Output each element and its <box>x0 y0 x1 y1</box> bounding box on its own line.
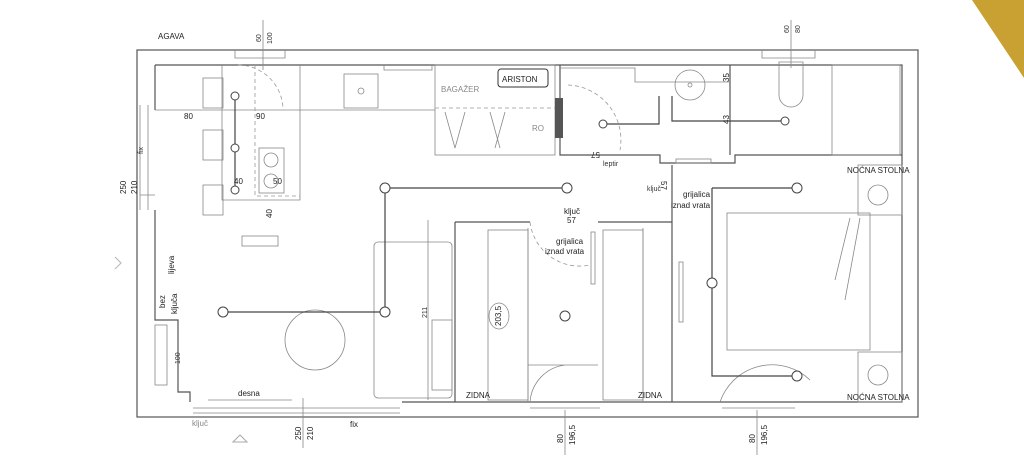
label-kljuc-right-num: 57 <box>659 181 668 190</box>
dim-counter-90: 90 <box>256 112 265 121</box>
dim-hob-50: 50 <box>273 177 282 186</box>
dim-island-40: 40 <box>265 209 274 218</box>
label-grijalica-right-1: grijalica <box>683 190 711 199</box>
north-triangle-icon <box>231 434 249 443</box>
dim-bottom-210: 210 <box>306 426 315 440</box>
dim-window-100: 100 <box>175 352 182 364</box>
label-zidna-2: ZIDNA <box>638 391 663 400</box>
left-window <box>139 105 149 210</box>
brand-corner-accent <box>972 0 1024 78</box>
label-ariston: ARISTON <box>502 75 538 84</box>
dimensions: 60 100 60 80 250 210 80 90 40 50 40 35 4… <box>119 20 802 455</box>
dim-door2-196-5: 196,5 <box>760 424 769 445</box>
label-kljuca: ključa <box>170 293 179 314</box>
double-bed <box>726 212 871 351</box>
label-kljuc-bottom: ključ <box>192 419 208 428</box>
toilet <box>778 61 804 108</box>
plan-title: AGAVA <box>158 32 185 41</box>
label-kljuc-mid-num: 57 <box>567 216 576 225</box>
dim-bottom-250: 250 <box>294 426 303 440</box>
label-desna: desna <box>238 389 260 398</box>
label-nocna-bottom: NOĆNA STOLNA <box>847 393 910 402</box>
dim-top-wc-80: 80 <box>795 25 802 33</box>
label-fix-bottom: fix <box>350 420 358 429</box>
dim-door2-80: 80 <box>748 434 757 443</box>
sliding-door <box>193 407 400 414</box>
label-fix-left: fix <box>138 147 145 155</box>
lighting-circuits <box>217 91 803 382</box>
dim-bath-35: 35 <box>722 73 731 82</box>
label-kljuc-right: ključ <box>647 186 662 193</box>
label-leptir-num: 57 <box>591 150 600 159</box>
label-grijalica-right-2: iznad vrata <box>671 201 711 210</box>
label-bagazer: BAGAŽER <box>441 85 479 94</box>
label-bez: bez <box>158 295 167 308</box>
hob <box>258 147 285 194</box>
dim-bed-203-5: 203,5 <box>494 305 503 326</box>
washbasin <box>674 69 706 101</box>
dim-left-250: 250 <box>119 180 128 194</box>
label-leptir: leptir <box>603 161 619 168</box>
label-grijalica-mid-1: grijalica <box>556 237 584 246</box>
room-labels: BAGAŽER ARISTON RO 57 leptir ključ 57 gr… <box>138 75 910 429</box>
ariston-boiler <box>497 68 549 88</box>
dim-top-wc-60: 60 <box>784 25 791 33</box>
top-door-frame <box>234 50 286 59</box>
nightstand-bottom <box>857 351 903 403</box>
dim-top-door-100: 100 <box>267 32 274 44</box>
label-nocna-top: NOĆNA STOLNA <box>847 166 910 175</box>
shower <box>831 64 901 156</box>
prev-arrow-icon[interactable] <box>114 256 122 270</box>
dim-bath-43: 43 <box>722 115 731 124</box>
nightstand-top <box>857 164 903 216</box>
dim-hob-40: 40 <box>234 177 243 186</box>
dim-wardrobe-211: 211 <box>422 307 429 318</box>
dim-left-210: 210 <box>130 180 139 194</box>
dim-top-door-60: 60 <box>256 34 263 42</box>
label-grijalica-mid-2: iznad vrata <box>545 247 585 256</box>
label-lijeva: lijeva <box>167 255 176 274</box>
walls <box>136 49 919 418</box>
dim-door1-80: 80 <box>556 434 565 443</box>
bed-2 <box>602 229 644 401</box>
dim-door1-196-5: 196,5 <box>568 424 577 445</box>
label-ro: RO <box>532 124 544 133</box>
sink <box>343 73 379 109</box>
label-zidna-1: ZIDNA <box>466 391 491 400</box>
label-kljuc-mid: ključ <box>564 207 580 216</box>
round-table <box>284 309 346 371</box>
dim-counter-80: 80 <box>184 112 193 121</box>
